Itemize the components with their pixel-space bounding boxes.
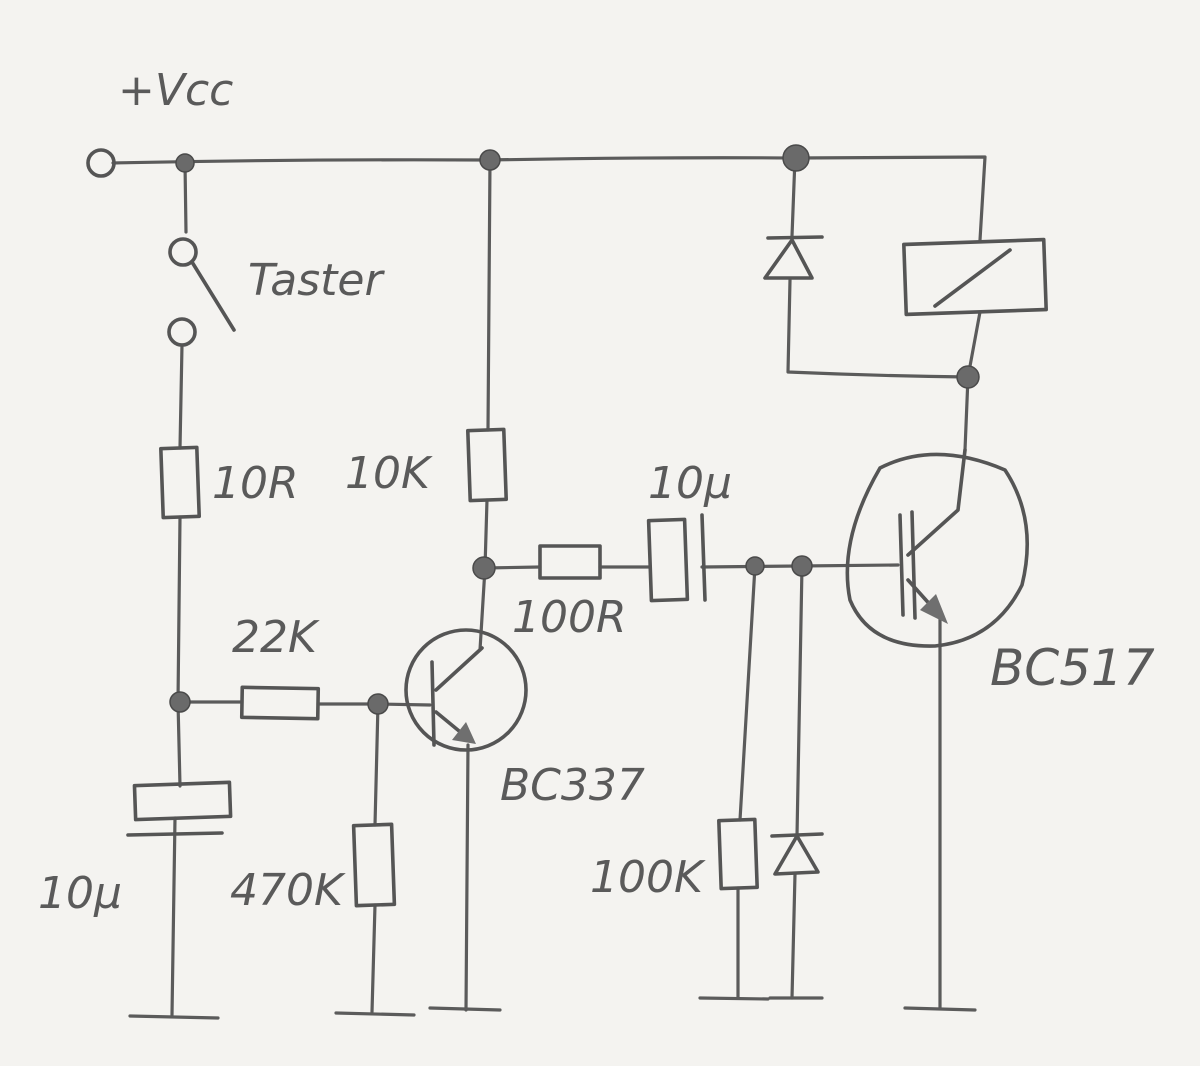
transistor-bc337 (404, 628, 528, 752)
emitter-arrow (920, 594, 948, 624)
resistor-22k (239, 685, 321, 721)
ground-symbol (698, 996, 770, 1001)
capacitor-10u-timing (126, 780, 233, 837)
470k-wire (370, 702, 380, 1014)
lower-diode-wire (790, 564, 804, 1000)
resistor-10k-label: 10K (345, 448, 433, 499)
ground-symbol (128, 1014, 220, 1020)
junction-dot (745, 556, 765, 576)
labels: +Vcc Taster 10R 10K 10µ 100R 22K BC337 B… (38, 65, 1155, 919)
wires (111, 155, 987, 1017)
resistor-10r (159, 445, 202, 520)
diode-upper (763, 235, 824, 280)
pushbutton-switch (167, 237, 236, 347)
diode-lower (770, 832, 824, 876)
junction-dot (956, 365, 980, 389)
vcc-terminal (86, 148, 116, 178)
resistor-100k (717, 817, 759, 891)
junction-dot (367, 693, 389, 715)
left-branch-wire (183, 161, 188, 234)
ground-symbol (428, 1006, 502, 1012)
upper-diode-wire (786, 156, 970, 379)
resistor-470k (351, 822, 397, 908)
resistor-470k-label: 470K (230, 865, 346, 916)
resistor-100r-label: 100R (512, 592, 627, 643)
resistor-100k-label: 100K (590, 852, 706, 903)
resistor-10r-label: 10R (212, 458, 299, 509)
ground-symbol (334, 1011, 416, 1017)
vcc-label: +Vcc (118, 65, 233, 116)
ground-symbols (128, 996, 977, 1020)
resistor-22k-label: 22K (232, 612, 320, 663)
bottom-cap-wire (170, 816, 177, 1017)
junction-dot (175, 153, 195, 173)
bc337-label: BC337 (500, 760, 645, 811)
resistor-10k (465, 427, 509, 503)
relay-coil (902, 237, 1048, 317)
capacitor-10u-timing-label: 10µ (38, 868, 122, 919)
junction-dot (479, 149, 501, 171)
transistor-bc517 (845, 448, 1030, 648)
junction-dot (169, 691, 191, 713)
capacitor-10u-coupling-label: 10µ (648, 458, 732, 509)
junction-dots (169, 144, 980, 715)
vcc-rail-wire (111, 155, 987, 242)
bc337-emitter-wire (464, 743, 470, 1012)
junction-dot (472, 556, 496, 580)
bc337-base-wire (178, 700, 432, 707)
emitter-arrow (452, 722, 476, 744)
collector-node-wire (483, 563, 900, 570)
bc517-label: BC517 (990, 639, 1155, 697)
junction-dot (791, 555, 813, 577)
taster-label: Taster (248, 255, 385, 306)
capacitor-10u-coupling (646, 513, 707, 603)
left-vertical-wire (176, 343, 184, 788)
junction-dot (782, 144, 810, 172)
ground-symbol (903, 1006, 977, 1012)
100k-wire (736, 564, 757, 1000)
resistor-100r (538, 544, 602, 580)
